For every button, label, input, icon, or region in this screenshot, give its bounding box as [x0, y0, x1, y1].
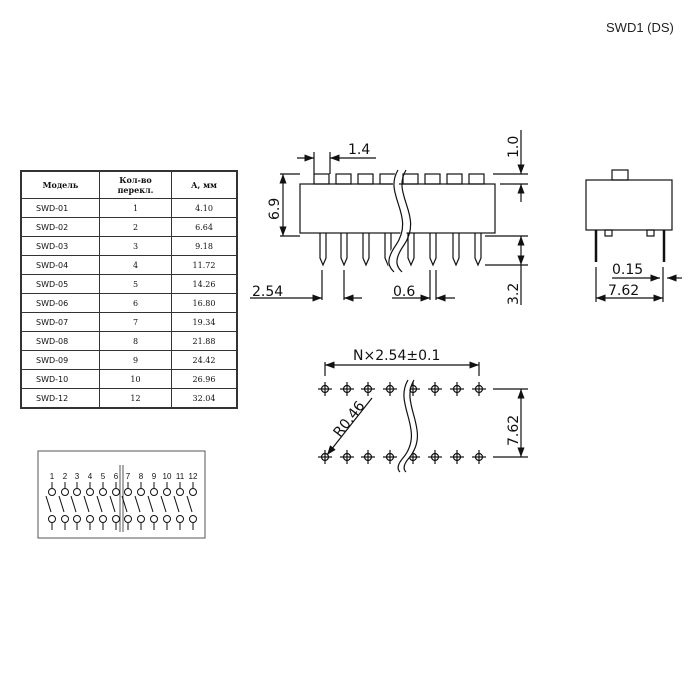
model-cell: SWD-10: [20, 369, 100, 389]
switch-symbol: [109, 482, 120, 530]
switch-label: 11: [176, 472, 185, 481]
svg-text:1.0: 1.0: [506, 136, 522, 158]
pad: [361, 382, 375, 396]
svg-text:3.2: 3.2: [506, 283, 522, 305]
break-mask: [387, 168, 408, 275]
actuator: [402, 173, 419, 185]
actuator: [335, 173, 352, 185]
actuator: [446, 173, 463, 185]
header-model: Модель: [20, 170, 100, 199]
a-cell: 26.96: [171, 369, 238, 389]
switch-symbol: [83, 482, 94, 530]
pad: [318, 450, 332, 464]
svg-text:1.4: 1.4: [348, 142, 370, 158]
actuator: [357, 173, 374, 185]
svg-text:2.54: 2.54: [252, 284, 283, 300]
switch-label: 3: [75, 472, 80, 481]
switch-label: 1: [50, 472, 55, 481]
svg-text:6.9: 6.9: [267, 198, 283, 220]
pin: [429, 233, 437, 267]
pin: [384, 233, 392, 267]
break-line: [388, 169, 404, 273]
pad: [340, 382, 354, 396]
svg-text:R0.46: R0.46: [331, 398, 369, 440]
svg-text:7.62: 7.62: [506, 415, 522, 446]
front-dimensions: 1.4 6.9 1.0 3.2 2.54 0.6: [250, 130, 528, 305]
switch-symbol: [147, 482, 158, 530]
document-title: SWD1 (DS): [606, 20, 674, 35]
svg-text:7.62: 7.62: [608, 283, 639, 299]
break-line: [396, 169, 412, 273]
pad: [472, 382, 486, 396]
pad: [450, 450, 464, 464]
pin: [319, 233, 327, 267]
side-view: 0.15 7.62: [585, 169, 682, 302]
switch-symbol: [70, 482, 81, 530]
model-cell: SWD-12: [20, 388, 100, 409]
switch-label: 6: [114, 472, 119, 481]
switch-label: 12: [189, 472, 198, 481]
count-cell: 5: [99, 274, 172, 294]
pin: [452, 233, 460, 267]
switch-symbol: [58, 482, 69, 530]
switch-label: 4: [88, 472, 93, 481]
switch-label: 10: [163, 472, 172, 481]
switch-label: 2: [63, 472, 68, 481]
svg-text:0.6: 0.6: [393, 284, 415, 300]
actuator: [313, 173, 330, 185]
switch-label: 7: [126, 472, 131, 481]
pad: [318, 382, 332, 396]
switch-symbol: [96, 482, 107, 530]
switch-label: 5: [101, 472, 106, 481]
pin: [474, 233, 482, 267]
actuator: [379, 173, 396, 185]
switch-symbol: [160, 482, 171, 530]
switch-symbol: [173, 482, 184, 530]
svg-text:N×2.54±0.1: N×2.54±0.1: [353, 348, 440, 364]
pad: [450, 382, 464, 396]
pad: [383, 382, 397, 396]
switch-symbol: [121, 482, 132, 530]
pin: [340, 233, 348, 267]
pad: [361, 450, 375, 464]
actuator: [468, 173, 485, 185]
pad: [472, 450, 486, 464]
footprint: N×2.54±0.1 R0.46 7.62: [318, 348, 528, 464]
svg-text:0.15: 0.15: [612, 262, 643, 278]
pad: [428, 450, 442, 464]
pin: [407, 233, 415, 267]
count-cell: 12: [99, 388, 172, 409]
front-view: [299, 173, 496, 267]
pad: [383, 450, 397, 464]
header-count: Кол-во перекл.: [99, 170, 172, 199]
switch-label: 8: [139, 472, 144, 481]
switch-symbol: [134, 482, 145, 530]
count-cell: 10: [99, 369, 172, 389]
pin: [362, 233, 370, 267]
pad: [340, 450, 354, 464]
switch-label: 9: [152, 472, 157, 481]
switch-symbol: [186, 482, 197, 530]
pad: [428, 382, 442, 396]
switch-symbol: [45, 482, 56, 530]
actuator: [424, 173, 441, 185]
a-cell: 32.04: [171, 388, 238, 409]
